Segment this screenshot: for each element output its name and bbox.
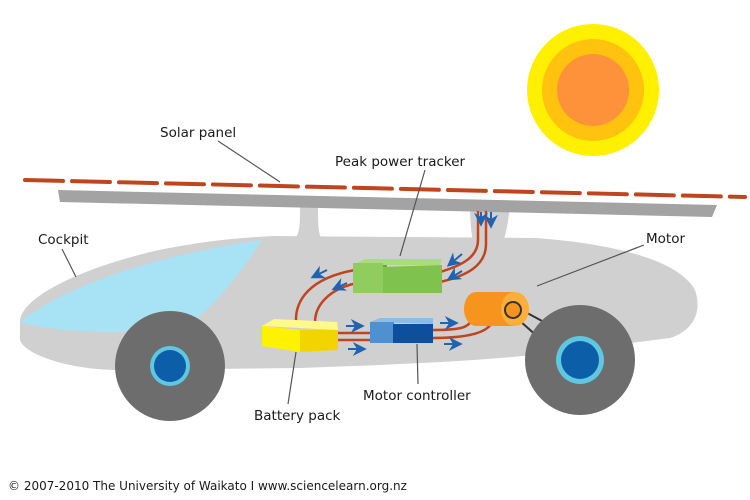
label-motor-controller: Motor controller (363, 388, 471, 404)
solar-panel (23, 178, 747, 199)
leader-peak-power-tracker (399, 169, 426, 257)
flow-arrow (446, 267, 463, 281)
leader-battery-pack (287, 351, 297, 405)
label-solar-panel: Solar panel (160, 125, 236, 141)
leader-cockpit (61, 248, 77, 278)
flow-arrow (446, 252, 463, 267)
label-battery-pack: Battery pack (254, 408, 341, 424)
battery-pack-box (262, 319, 338, 352)
label-motor: Motor (646, 231, 685, 247)
leader-solar-panel (217, 140, 281, 183)
cockpit-glass (20, 240, 262, 332)
label-cockpit: Cockpit (38, 232, 89, 248)
energy-flow-arrows (310, 212, 498, 356)
flow-arrow (331, 277, 348, 291)
front-wheel (115, 311, 225, 421)
solar-panel-frame (58, 190, 717, 217)
label-peak-power-tracker: Peak power tracker (335, 154, 466, 170)
motor-cylinder (464, 292, 529, 326)
flow-arrow (310, 265, 328, 279)
rear-wheel (525, 305, 635, 415)
motor-controller-box (370, 318, 433, 343)
copyright-notice: © 2007-2010 The University of Waikato I … (8, 479, 407, 493)
leader-motor-controller (416, 343, 419, 385)
leader-motor (536, 244, 645, 287)
sun-icon (527, 24, 659, 156)
peak-power-tracker-box (353, 259, 442, 293)
leader-lines (61, 140, 645, 405)
